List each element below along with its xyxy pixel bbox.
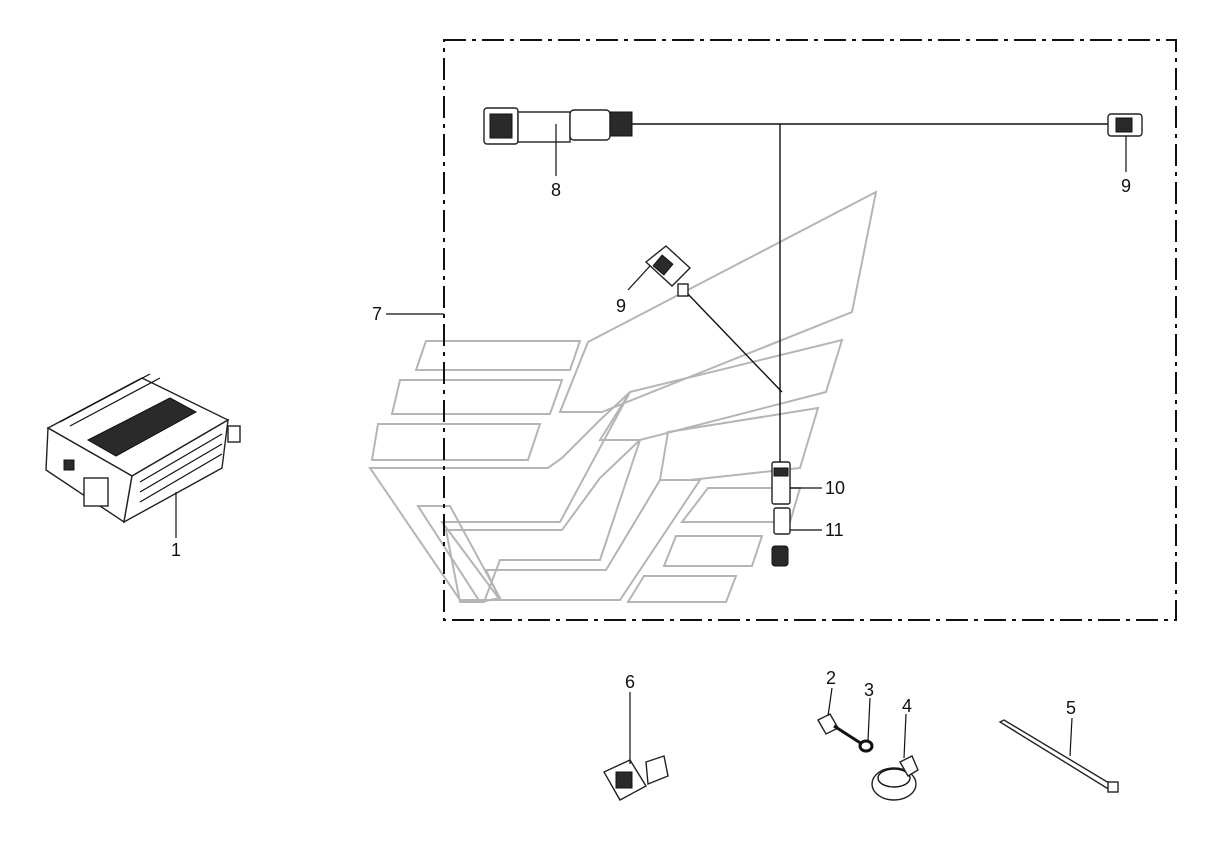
callout-3: 3	[864, 680, 874, 700]
end-connector-part	[1107, 113, 1143, 137]
callout-11: 11	[825, 520, 844, 540]
bolt-part	[817, 713, 863, 746]
callout-1: 1	[171, 540, 181, 560]
connector-housing-part	[603, 755, 669, 801]
washer-part	[858, 739, 874, 753]
inline-connector-part	[771, 461, 791, 567]
clamp-part	[871, 755, 919, 801]
kit-boundary	[443, 39, 1177, 621]
callout-9-end: 9	[1121, 176, 1131, 196]
callout-8: 8	[551, 180, 561, 200]
leader-lines	[175, 124, 1127, 764]
callout-6: 6	[625, 672, 635, 692]
cable-tie-part	[998, 719, 1119, 793]
side-connector-part	[644, 245, 692, 297]
callout-9-side: 9	[616, 296, 626, 316]
main-harness-connector-part	[483, 107, 1112, 145]
callout-10: 10	[825, 478, 845, 498]
callout-5: 5	[1066, 698, 1076, 718]
control-module-part	[45, 373, 241, 524]
branch-wire-diagonal	[685, 291, 783, 393]
callout-4: 4	[902, 696, 912, 716]
watermark-logo	[368, 190, 878, 604]
callout-2: 2	[826, 668, 836, 688]
callout-7: 7	[372, 304, 382, 324]
